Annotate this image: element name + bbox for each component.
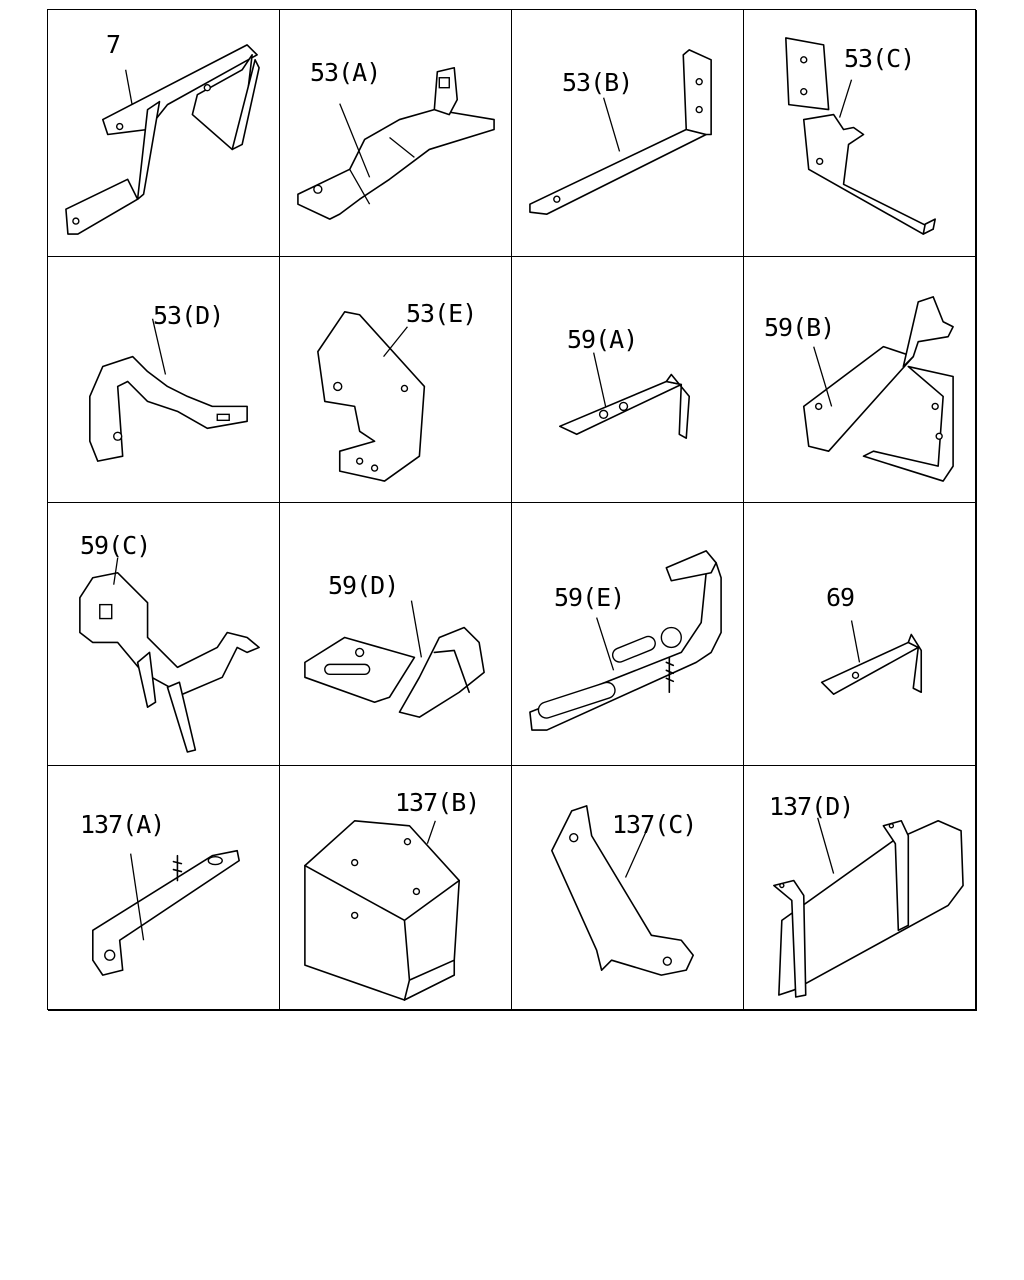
part-label-59c: 59(C) <box>80 531 151 560</box>
part-label-53a: 53(A) <box>310 58 381 87</box>
part-cell-137d: 137(D) <box>744 766 977 1011</box>
part-label-59e: 59(E) <box>554 583 625 612</box>
bracket-53d-icon <box>89 318 248 462</box>
part-label-137a: 137(A) <box>80 810 165 839</box>
part-cell-53e: 53(E) <box>280 257 512 503</box>
part-cell-53d: 53(D) <box>48 257 280 503</box>
bracket-53a-icon <box>297 66 495 220</box>
part-cell-59d: 59(D) <box>280 503 512 766</box>
part-label-59a: 59(A) <box>567 325 638 354</box>
part-label-7: 7 <box>106 30 121 59</box>
part-cell-59b: 59(B) <box>744 257 977 503</box>
part-cell-69: 69 <box>744 503 977 766</box>
bracket-53e-icon <box>317 310 426 482</box>
bracket-69-icon <box>820 620 923 696</box>
part-label-59d: 59(D) <box>328 571 399 600</box>
part-label-137d: 137(D) <box>769 792 854 821</box>
bracket-59e-icon <box>529 550 722 731</box>
part-cell-137c: 137(C) <box>512 766 744 1011</box>
bracket-59a-icon <box>558 352 691 440</box>
bracket-59b-icon <box>802 296 954 482</box>
part-label-69: 69 <box>826 583 855 612</box>
part-cell-53c: 53(C) <box>744 10 977 257</box>
bracket-53c-icon <box>785 37 936 235</box>
part-cell-59a: 59(A) <box>512 257 744 503</box>
part-cell-59c: 59(C) <box>48 503 280 766</box>
bracket-137c-icon <box>551 805 695 976</box>
part-label-53c: 53(C) <box>844 44 915 73</box>
part-label-53d: 53(D) <box>153 301 224 330</box>
bracket-7-icon <box>65 44 260 235</box>
part-cell-137a: 137(A) <box>48 766 280 1011</box>
part-cell-53b: 53(B) <box>512 10 744 257</box>
bracket-137d-icon <box>773 817 964 998</box>
bracket-53b-icon <box>529 49 712 215</box>
bracket-59d-icon <box>304 600 485 718</box>
part-cell-7: 7 <box>48 10 280 257</box>
part-label-53b: 53(B) <box>562 68 633 97</box>
part-cell-137b: 137(B) <box>280 766 512 1011</box>
parts-grid: 7 53(A) 53(B) <box>47 9 977 1011</box>
part-cell-59e: 59(E) <box>512 503 744 766</box>
bracket-137b-icon <box>304 819 461 1001</box>
part-label-53e: 53(E) <box>406 299 477 328</box>
part-label-137b: 137(B) <box>395 788 480 817</box>
bracket-137a-icon <box>92 849 240 976</box>
part-cell-53a: 53(A) <box>280 10 512 257</box>
bracket-59c-icon <box>79 557 260 753</box>
part-label-137c: 137(C) <box>612 810 697 839</box>
part-label-59b: 59(B) <box>764 313 835 342</box>
